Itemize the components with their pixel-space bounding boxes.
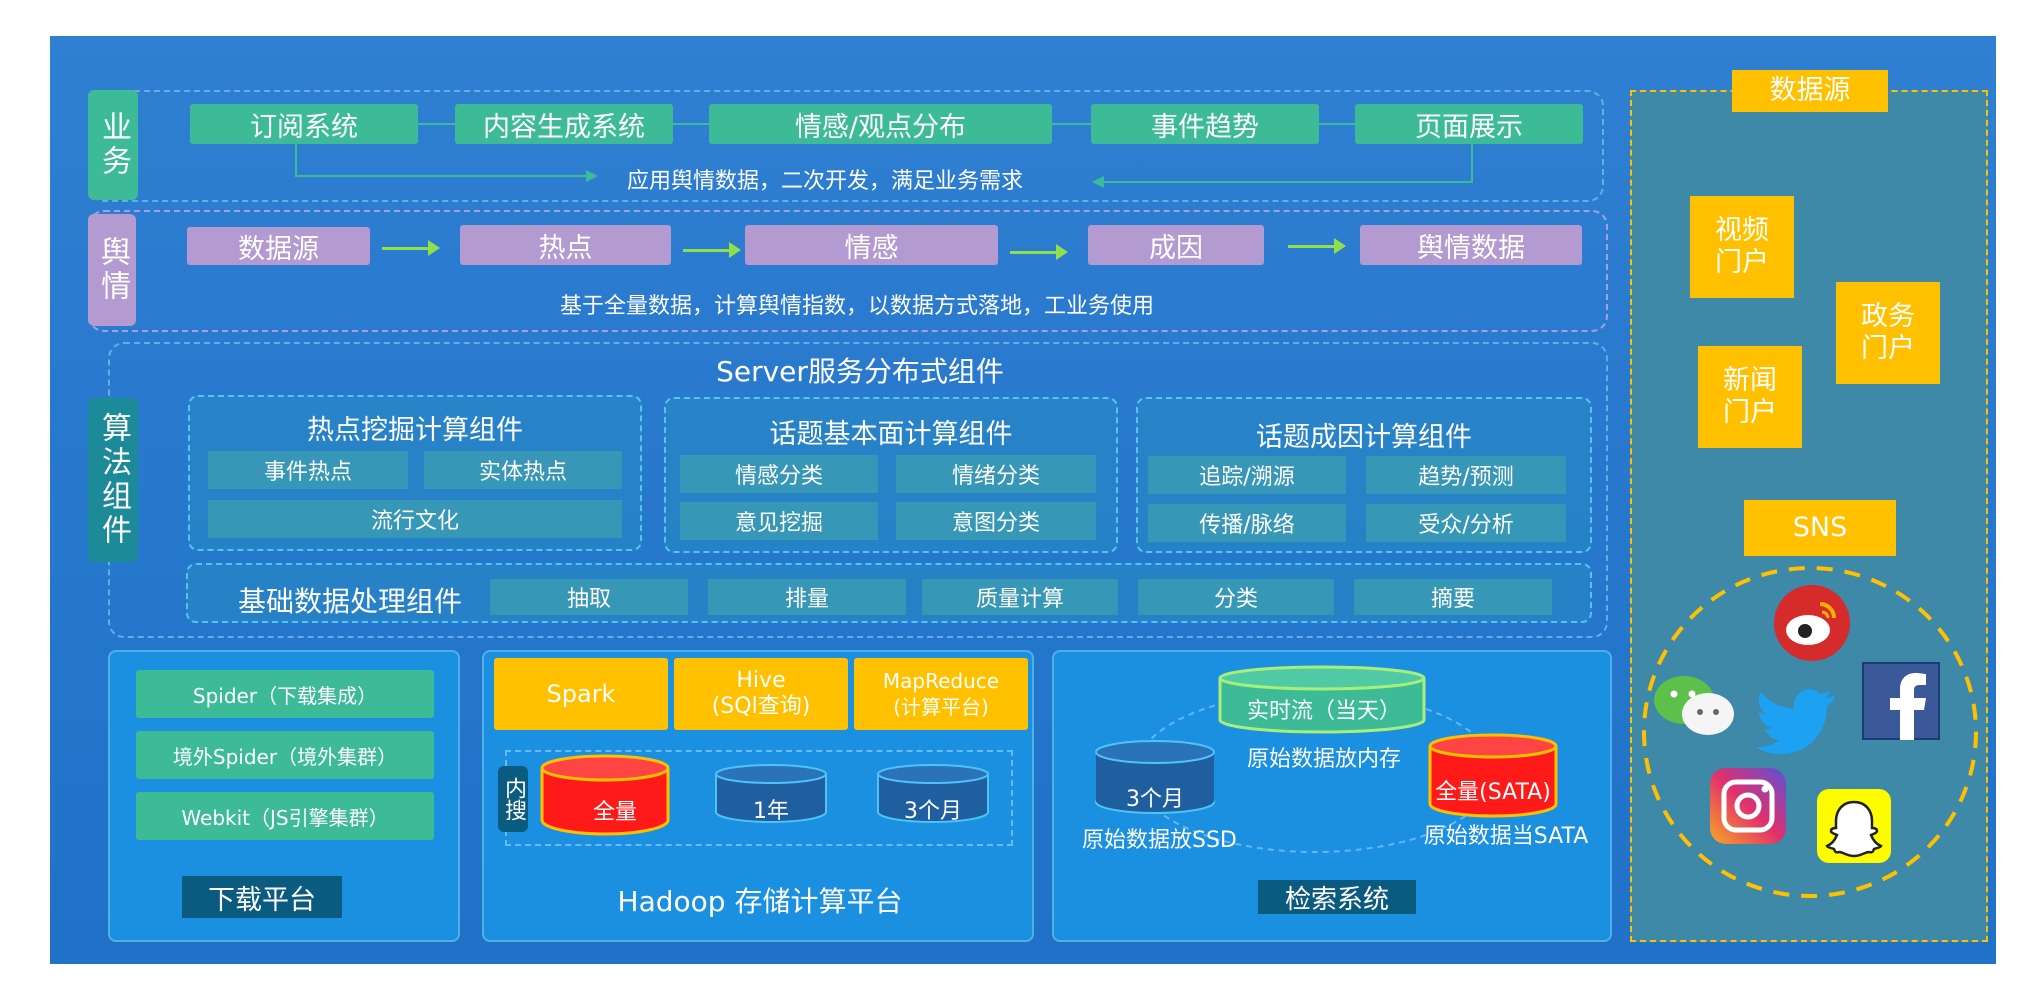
- base-cell: 质量计算: [922, 579, 1118, 615]
- disk-3m: [877, 764, 989, 823]
- flow-arrow: [683, 242, 741, 258]
- opinion-item-cause: 成因: [1088, 225, 1264, 265]
- algorithm-title: Server服务分布式组件: [716, 355, 1004, 388]
- opinion-label: 舆情: [88, 214, 136, 326]
- opinion-item-sentiment: 情感: [745, 225, 998, 265]
- disk-3m-label: 3个月: [904, 799, 962, 824]
- connector: [418, 123, 455, 125]
- topic-cause-cell: 传播/脉络: [1148, 504, 1346, 542]
- download-item: Webkit（JS引擎集群）: [136, 792, 434, 840]
- topic-basic-cell: 情绪分类: [896, 455, 1096, 493]
- business-label: 业务: [88, 90, 138, 200]
- base-cell: 分类: [1138, 579, 1334, 615]
- hadoop-label: Hadoop 存储计算平台: [617, 885, 903, 918]
- datasource-title: 数据源: [1732, 70, 1888, 112]
- algorithm-label: 算法组件: [88, 398, 138, 562]
- portal-news: 新闻 门户: [1698, 346, 1802, 448]
- hotspot-cell: 事件热点: [208, 451, 408, 489]
- business-item-content-gen: 内容生成系统: [455, 104, 673, 144]
- business-note: 应用舆情数据，二次开发，满足业务需求: [626, 169, 1023, 194]
- connector: [1319, 123, 1355, 125]
- disk-1y-label: 1年: [753, 799, 789, 824]
- flow-arrow: [1010, 244, 1068, 260]
- realtime-label: 实时流（当天）: [1246, 699, 1401, 724]
- connector: [673, 123, 709, 125]
- hotspot-title: 热点挖掘计算组件: [307, 415, 523, 446]
- connector: [1052, 123, 1091, 125]
- sata-note: 原始数据当SATA: [1423, 824, 1589, 849]
- engine-hive: Hive (SQl查询): [674, 658, 848, 730]
- business-item-subscription: 订阅系统: [190, 104, 418, 144]
- engine-mapreduce: MapReduce (计算平台): [854, 658, 1028, 730]
- disk-1y: [715, 764, 827, 823]
- topic-cause-title: 话题成因计算组件: [1256, 422, 1472, 453]
- flow-arrow: [1288, 238, 1346, 254]
- retrieval-diagram: [1095, 665, 1558, 853]
- download-item: Spider（下载集成）: [136, 670, 434, 718]
- disk-full: [540, 754, 670, 836]
- feedback-arrows: [295, 144, 1473, 188]
- hadoop-disks: [540, 754, 989, 836]
- topic-cause-cell: 受众/分析: [1366, 504, 1566, 542]
- ssd-label: 3个月: [1126, 787, 1184, 812]
- opinion-item-hotspot: 热点: [460, 225, 671, 265]
- retrieval-label: 检索系统: [1258, 880, 1416, 915]
- opinion-item-source: 数据源: [187, 227, 370, 265]
- twitter-icon: [1756, 689, 1835, 754]
- base-cell: 摘要: [1354, 579, 1552, 615]
- topic-basic-cell: 情感分类: [680, 455, 878, 493]
- download-item: 境外Spider（境外集群）: [136, 731, 434, 779]
- facebook-icon: [1862, 662, 1940, 740]
- topic-cause-cell: 追踪/溯源: [1148, 456, 1346, 494]
- ssd-note: 原始数据放SSD: [1082, 828, 1237, 853]
- base-cell: 抽取: [490, 579, 688, 615]
- topic-basic-cell: 意见挖掘: [680, 502, 878, 540]
- hotspot-cell: 实体热点: [424, 451, 622, 489]
- realtime-note: 原始数据放内存: [1246, 747, 1401, 772]
- base-cell: 排量: [708, 579, 906, 615]
- weibo-icon: [1774, 585, 1850, 661]
- topic-cause-cell: 趋势/预测: [1366, 456, 1566, 494]
- sata-label: 全量(SATA): [1435, 780, 1551, 805]
- wechat-icon: [1654, 676, 1734, 735]
- base-title: 基础数据处理组件: [237, 585, 462, 618]
- instagram-icon: [1710, 768, 1786, 844]
- portal-gov: 政务 门户: [1836, 282, 1940, 384]
- opinion-note: 基于全量数据，计算舆情指数，以数据方式落地，工业务使用: [560, 294, 1155, 319]
- disk-full-label: 全量: [592, 800, 637, 825]
- download-label: 下载平台: [182, 876, 342, 918]
- business-item-page: 页面展示: [1355, 104, 1583, 144]
- engine-spark: Spark: [494, 658, 668, 730]
- portal-video: 视频 门户: [1690, 196, 1794, 298]
- opinion-item-data: 舆情数据: [1360, 225, 1582, 265]
- topic-basic-title: 话题基本面计算组件: [769, 419, 1013, 450]
- topic-basic-cell: 意图分类: [896, 502, 1096, 540]
- flow-arrow: [382, 240, 440, 256]
- sns-title: SNS: [1744, 500, 1896, 556]
- sata-disk: [1428, 733, 1558, 818]
- business-item-sentiment: 情感/观点分布: [709, 104, 1052, 144]
- hotspot-cell: 流行文化: [208, 500, 622, 538]
- snapchat-icon: [1817, 789, 1891, 863]
- ssd-disk: [1095, 740, 1215, 814]
- search-label: 内搜: [498, 766, 528, 832]
- business-item-trend: 事件趋势: [1091, 104, 1319, 144]
- sns-circle: [1642, 566, 1978, 898]
- realtime-disk: [1218, 665, 1426, 734]
